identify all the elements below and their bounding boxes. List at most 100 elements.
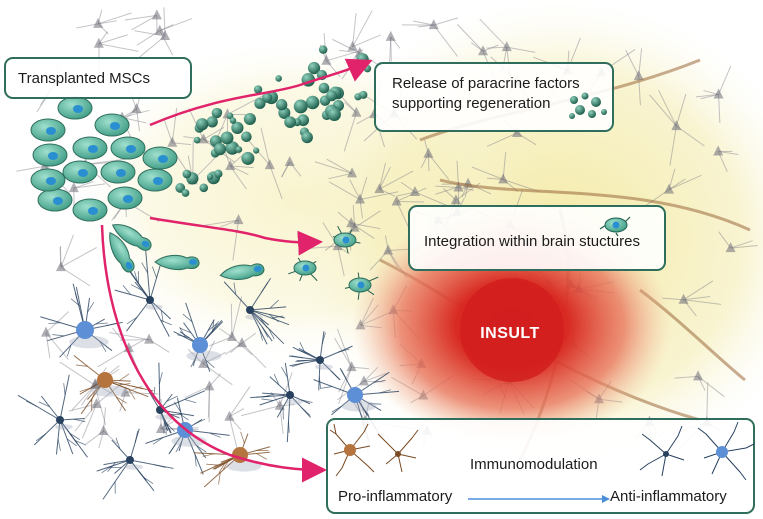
integrated-cell xyxy=(344,272,379,300)
msc-cell xyxy=(100,160,136,184)
neuron xyxy=(281,156,302,178)
paracrine-dot xyxy=(206,173,214,180)
migrating-cell xyxy=(109,231,135,273)
paracrine-dot xyxy=(318,45,328,54)
paracrine-release-box: Release of paracrine factors supporting … xyxy=(374,62,614,132)
paracrine-dot xyxy=(241,151,255,165)
neuron xyxy=(662,280,722,317)
paracrine-dot xyxy=(363,64,372,73)
neuron xyxy=(76,9,132,35)
arrow-immunomodulation xyxy=(100,224,327,483)
arrow-paracrine xyxy=(149,58,373,127)
integration-box: Integration within brain stuctures xyxy=(408,205,666,271)
microglia-cell xyxy=(17,374,88,458)
msc-cell xyxy=(94,113,130,137)
insult-label: INSULT xyxy=(480,325,540,342)
paracrine-dot xyxy=(193,136,201,144)
anti-inflammatory-label: Anti-inflammatory xyxy=(610,488,727,505)
paracrine-dot xyxy=(211,107,222,119)
microglia-cell xyxy=(289,331,353,391)
neuron xyxy=(396,181,450,207)
neuron xyxy=(134,7,171,61)
paracrine-dot xyxy=(199,183,209,193)
paracrine-dot xyxy=(262,92,273,103)
paracrine-dot xyxy=(254,97,266,109)
paracrine-dot xyxy=(231,121,244,135)
paracrine-label-line1: Release of paracrine factors xyxy=(392,75,580,92)
immuno-svg xyxy=(329,421,755,503)
neuron xyxy=(136,18,193,56)
neuron xyxy=(718,231,758,253)
immunomodulation-box: Immunomodulation Pro-inflammatory Anti-i… xyxy=(326,418,755,514)
paracrine-dot xyxy=(307,61,321,75)
paracrine-dot xyxy=(284,116,297,129)
paracrine-dot xyxy=(359,90,368,99)
transplanted-msc-box: Transplanted MSCs xyxy=(4,57,192,99)
neuron xyxy=(184,373,222,423)
neuron xyxy=(644,168,702,207)
integrated-mscs xyxy=(288,225,379,300)
msc-cell xyxy=(110,136,146,160)
neuron xyxy=(248,127,283,200)
msc-cell xyxy=(62,160,98,184)
paracrine-dot xyxy=(182,169,192,179)
msc-cell xyxy=(37,188,73,212)
neuron xyxy=(713,145,739,172)
arrow-integration xyxy=(149,216,323,256)
neuron xyxy=(695,65,732,124)
neuron xyxy=(347,10,381,51)
paracrine-dot xyxy=(326,90,338,102)
neuron xyxy=(649,89,705,166)
neuron xyxy=(85,407,118,448)
paracrine-label-line2: supporting regeneration xyxy=(392,95,551,112)
msc-cell xyxy=(137,168,173,192)
paracrine-dot xyxy=(181,189,190,197)
microglia-cell xyxy=(40,283,123,358)
msc-cluster xyxy=(30,96,178,222)
paracrine-dot xyxy=(253,85,263,94)
paracrine-dot xyxy=(275,99,288,111)
migrating-mscs xyxy=(109,224,265,280)
msc-cell xyxy=(72,136,108,160)
pro-inflammatory-label: Pro-inflammatory xyxy=(338,488,453,505)
microglia-cell xyxy=(173,302,224,372)
paracrine-dot xyxy=(220,131,234,145)
integrated-cell-icon xyxy=(599,216,631,237)
neuron xyxy=(204,214,244,261)
msc-cell xyxy=(107,186,143,210)
paracrine-dot xyxy=(225,141,240,155)
neuron xyxy=(328,176,399,219)
microglia-cell xyxy=(223,277,290,345)
paracrine-dot xyxy=(275,75,282,82)
neuron xyxy=(109,332,170,353)
neuron xyxy=(420,139,450,181)
paracrine-dot xyxy=(301,131,313,144)
pro-inflammatory-cell-icon xyxy=(329,423,419,477)
integrated-cell xyxy=(288,257,318,282)
paracrine-dots-icon xyxy=(569,92,607,119)
paracrine-dot xyxy=(293,99,308,114)
neuron xyxy=(374,162,414,197)
paracrine-dot xyxy=(196,118,209,131)
neuron xyxy=(334,328,370,404)
immunomodulation-label: Immunomodulation xyxy=(470,456,598,473)
paracrine-dot xyxy=(213,143,227,156)
msc-cell xyxy=(72,198,108,222)
microglia-cell xyxy=(114,250,172,337)
integration-label: Integration within brain stuctures xyxy=(424,233,640,250)
msc-cell xyxy=(32,143,68,167)
msc-cell xyxy=(30,118,66,142)
anti-inflammatory-cell-icon xyxy=(639,421,755,481)
neuron xyxy=(402,17,459,57)
paracrine-dot xyxy=(243,112,256,126)
integrated-cell xyxy=(333,225,361,254)
neuron xyxy=(224,332,267,369)
neuron xyxy=(240,372,295,434)
immuno-arrow-head xyxy=(602,495,610,503)
paracrine-dot xyxy=(214,169,223,178)
transplanted-msc-label: Transplanted MSCs xyxy=(18,70,150,87)
microglia-cell xyxy=(250,362,313,443)
paracrine-dot xyxy=(241,131,252,143)
paracrine-dot xyxy=(235,146,243,153)
msc-cell xyxy=(57,96,93,120)
